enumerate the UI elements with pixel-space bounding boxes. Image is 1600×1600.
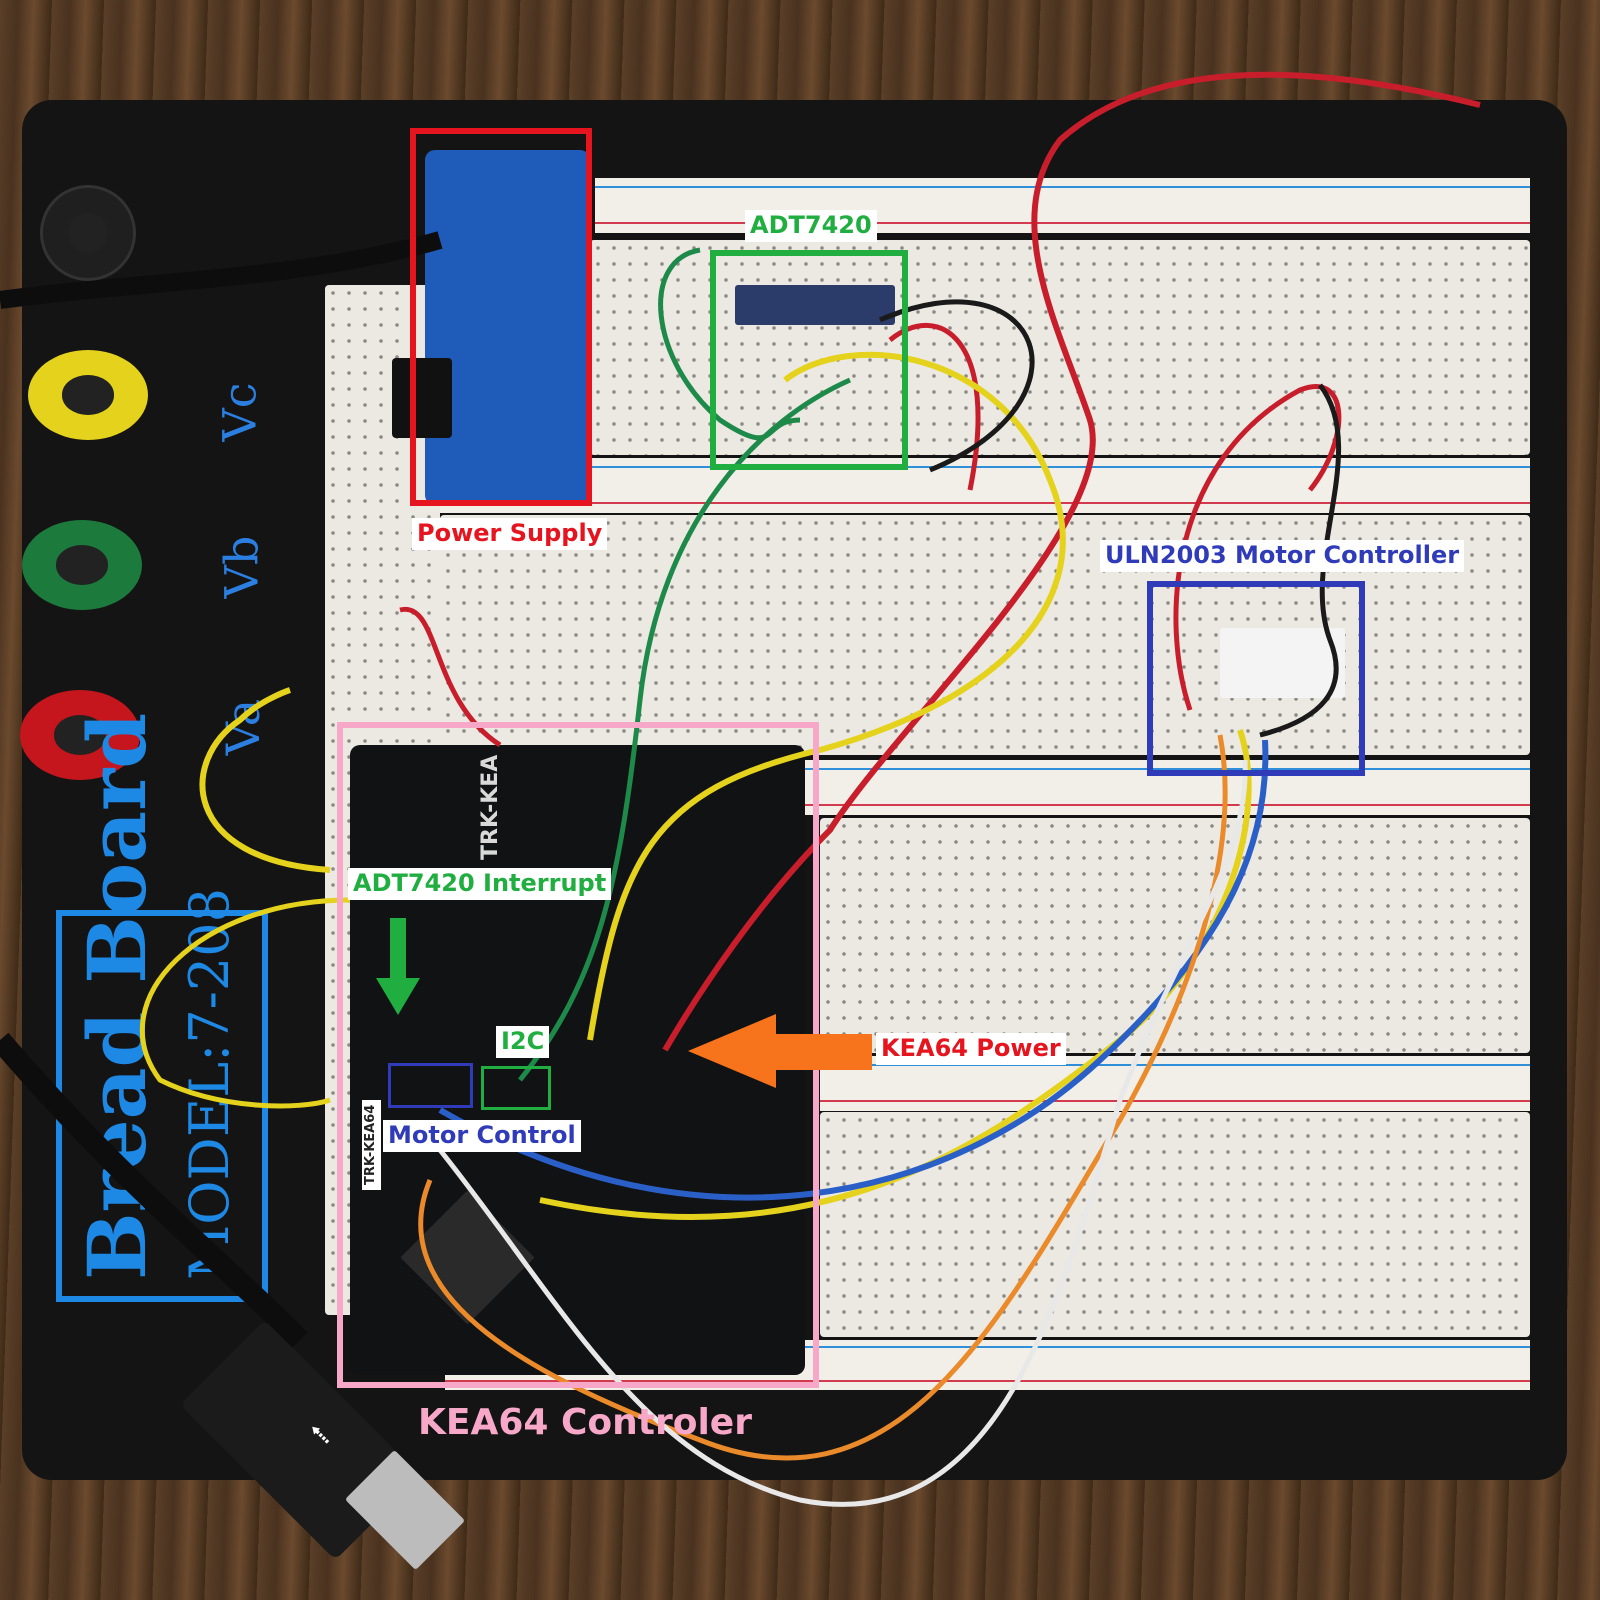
kea64-power-label: KEA64 Power xyxy=(876,1033,1066,1065)
adt7420-highlight xyxy=(710,250,908,470)
adt7420-interrupt-label: ADT7420 Interrupt xyxy=(348,868,612,900)
power-supply-module xyxy=(425,150,590,505)
binding-post-vb xyxy=(22,520,142,610)
binding-post-va xyxy=(20,690,140,780)
white-wire-motor xyxy=(438,759,1248,1507)
power-cable-top xyxy=(0,231,443,309)
green-wire-i2c xyxy=(518,377,852,1082)
uln2003-label: ULN2003 Motor Controller xyxy=(1100,540,1465,572)
red-wire-adt xyxy=(888,323,981,491)
binding-post-black xyxy=(40,185,136,281)
motor-control-label: Motor Control xyxy=(383,1120,581,1152)
yellow-wire-left xyxy=(199,687,331,873)
power-supply-label: Power Supply xyxy=(412,518,608,550)
adt7420-label: ADT7420 xyxy=(745,210,877,242)
black-usb-cable xyxy=(0,1032,308,1348)
black-wire-uln xyxy=(1259,383,1342,738)
breadboard-panel-4 xyxy=(820,1112,1530,1337)
power-supply-highlight xyxy=(410,128,592,506)
arrow-left-icon xyxy=(688,1014,872,1088)
power-rail-2 xyxy=(440,458,1530,513)
adt7420-sensor-board xyxy=(735,285,895,325)
power-rail-4 xyxy=(820,1056,1530,1111)
yellow-wire-loop xyxy=(139,897,351,1109)
i2c-highlight xyxy=(481,1066,551,1110)
black-wire-adt xyxy=(879,299,1035,473)
breadboard-panel-1 xyxy=(590,240,1530,455)
power-jack xyxy=(392,358,452,438)
blue-wire-motor xyxy=(438,739,1269,1201)
orange-wire-motor xyxy=(418,734,1228,1461)
arrow-down-icon xyxy=(376,918,420,1015)
uln2003-connector xyxy=(1220,628,1345,698)
binding-post-vc xyxy=(28,350,148,440)
uln2003-highlight xyxy=(1147,581,1365,776)
motor-control-highlight xyxy=(388,1063,473,1108)
kea64-controller-label: KEA64 Controler xyxy=(418,1402,752,1443)
red-wire-long xyxy=(662,71,1481,1052)
yellow-wire-adt xyxy=(587,351,1066,1041)
i2c-label: I2C xyxy=(496,1026,550,1058)
yellow-wire-motor xyxy=(539,729,1252,1220)
